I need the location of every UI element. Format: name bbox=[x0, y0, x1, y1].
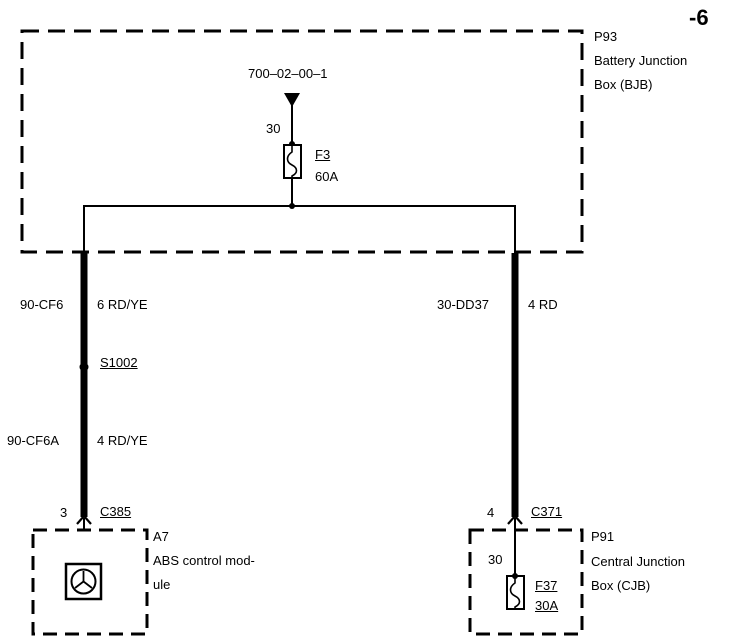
cjb-name-line1: Central Junction bbox=[591, 554, 685, 569]
connector-c385-id-label: C385 bbox=[100, 504, 132, 519]
left-upper-wire-color-label: 6 RD/YE bbox=[97, 297, 148, 312]
fuse-f3-pin-label: 30 bbox=[266, 121, 281, 136]
connector-c371-icon bbox=[507, 514, 523, 525]
cjb-id-label: P91 bbox=[591, 529, 615, 544]
cjb-outline bbox=[468, 528, 584, 636]
abs-module-outline bbox=[31, 528, 149, 636]
fuse-f37-pin-label: 30 bbox=[488, 552, 503, 567]
page-number: -6 bbox=[689, 5, 709, 30]
abs-module-symbol-icon bbox=[64, 562, 103, 601]
fuse-f3-id-label: F3 bbox=[315, 147, 331, 162]
fuse-f3-rating-label: 60A bbox=[315, 169, 339, 184]
bjb-name-line2: Box (BJB) bbox=[594, 77, 653, 92]
abs-module-name-line1: ABS control mod- bbox=[153, 553, 255, 568]
abs-module-name-line2: ule bbox=[153, 577, 171, 592]
cjb-name-line2: Box (CJB) bbox=[591, 578, 651, 593]
connector-c371-id-label: C371 bbox=[531, 504, 563, 519]
fuse-f37-id-label: F37 bbox=[535, 578, 558, 593]
splice-s1002-label: S1002 bbox=[100, 355, 138, 370]
connector-c385-icon bbox=[76, 514, 92, 525]
bjb-name-line1: Battery Junction bbox=[594, 53, 688, 68]
power-source-ref-label: 700–02–00–1 bbox=[248, 66, 328, 81]
splice-s1002-dot bbox=[79, 362, 89, 372]
left-lower-circuit-label: 90-CF6A bbox=[7, 433, 60, 448]
connector-c385-pin-label: 3 bbox=[60, 505, 68, 520]
power-source-arrow-icon bbox=[284, 93, 300, 107]
connector-c371-pin-label: 4 bbox=[487, 505, 495, 520]
fuse-f37-rating-label: 30A bbox=[535, 598, 559, 613]
abs-module-id-label: A7 bbox=[153, 529, 169, 544]
right-wire-color-label: 4 RD bbox=[528, 297, 558, 312]
bjb-id-label: P93 bbox=[594, 29, 618, 44]
right-circuit-label: 30-DD37 bbox=[437, 297, 490, 312]
fuse-f37-top-terminal bbox=[512, 573, 518, 579]
fuse-f37-icon bbox=[506, 575, 525, 610]
left-upper-circuit-label: 90-CF6 bbox=[20, 297, 64, 312]
left-lower-wire-color-label: 4 RD/YE bbox=[97, 433, 148, 448]
bjb-bus-wire bbox=[83, 205, 516, 253]
